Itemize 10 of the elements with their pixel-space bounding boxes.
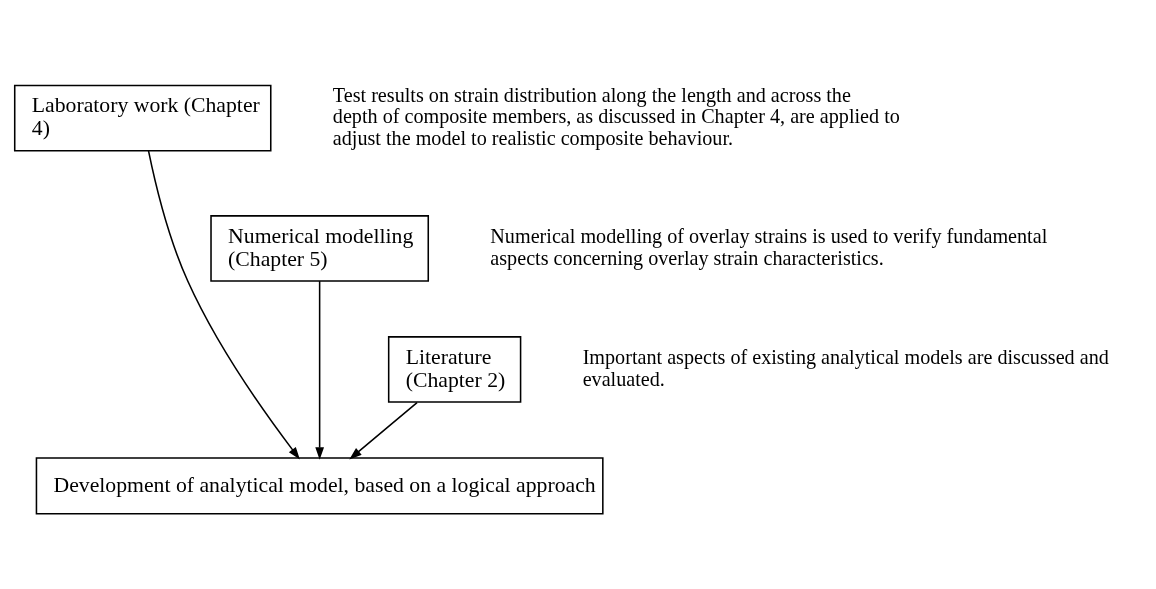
node-label: Numerical modelling of overlay strains is used to verify fundamental aspects concerning overlay strain characteristics. (490, 224, 1048, 269)
node-box: Development of analytical model, based on a logical approach (35, 456, 604, 515)
node-box: Numerical modelling (Chapter 5) (210, 214, 430, 282)
arrow (349, 401, 418, 459)
arrow (147, 149, 300, 459)
node-box: Literature (Chapter 2) (387, 335, 522, 403)
node-label: Important aspects of existing analytical models are discussed and evaluated. (582, 345, 1109, 390)
node-label: Test results on strain distribution along the length and across the depth of composite members, as discussed in Chapter 4, are applied to adjust the model to realistic composite behaviour. (332, 83, 900, 149)
arrow (315, 279, 324, 460)
node-box: Laboratory work (Chapter 4) (13, 84, 272, 151)
